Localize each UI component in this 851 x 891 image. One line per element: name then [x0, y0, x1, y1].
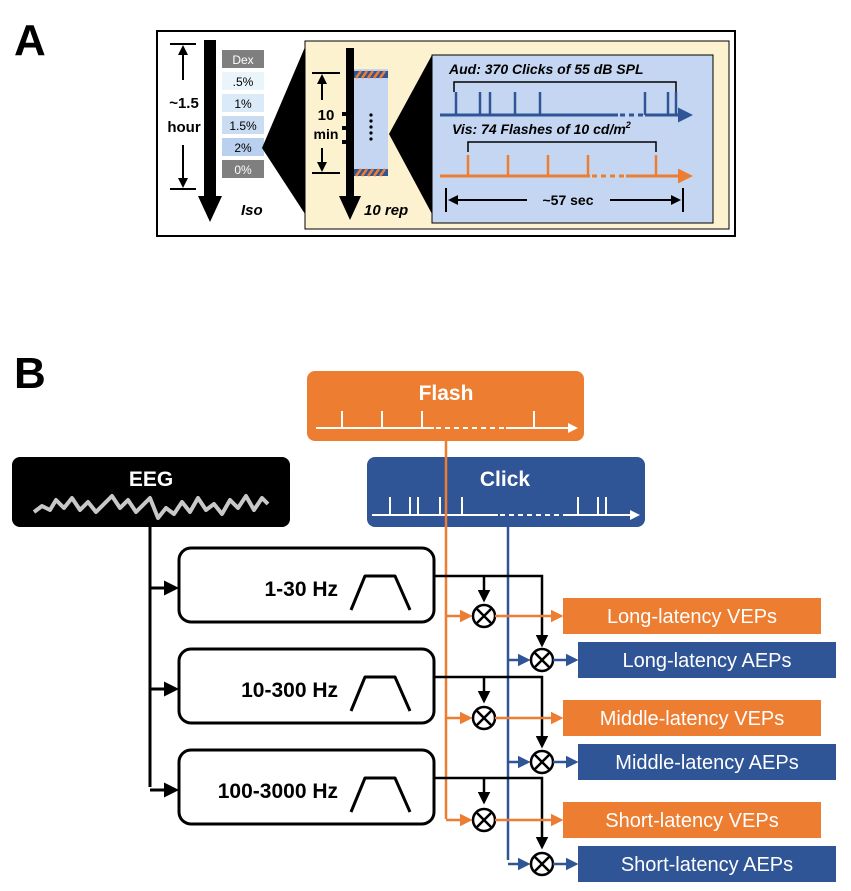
multiplier-icon [471, 705, 497, 731]
level-label: 1.5% [229, 119, 257, 133]
block-unit: min [314, 126, 339, 142]
rep-tick [342, 112, 350, 116]
stimulus-panel [431, 54, 714, 224]
zoom-wedge-icon [389, 55, 432, 214]
multiplier-icon [529, 851, 555, 877]
level-box [222, 116, 264, 134]
zoom-wedge-icon [262, 47, 305, 214]
duration-unit: hour [167, 119, 200, 136]
click-box [367, 457, 645, 527]
session-arrow-shaft [346, 48, 354, 200]
level-box [222, 160, 264, 178]
multiplier-icon [529, 749, 555, 775]
filter-box [177, 748, 436, 826]
bandpass-filter-icon [349, 675, 412, 712]
block-duration: 10 [318, 107, 335, 124]
vis-bracket [467, 141, 657, 152]
output-box [563, 700, 821, 736]
output-label: Middle-latency VEPs [600, 708, 785, 730]
filter-label: 1-30 Hz [264, 578, 338, 601]
click-train-icon [372, 497, 640, 520]
vis-flashes [466, 155, 658, 176]
rep-tick [342, 140, 350, 144]
filter-label: 10-300 Hz [241, 679, 338, 702]
output-label: Long-latency VEPs [607, 606, 777, 628]
multiplier-icon [529, 647, 555, 673]
session-arrow-icon [339, 196, 361, 220]
filter-box [177, 647, 436, 725]
vis-description: Vis: 74 Flashes of 10 cd/m2 [452, 120, 631, 137]
filter-label: 100-3000 Hz [218, 780, 338, 803]
output-label: Short-latency VEPs [605, 810, 778, 832]
level-label: Dex [232, 53, 253, 67]
level-label: 1% [234, 97, 252, 111]
multiplier-icon [471, 807, 497, 833]
level-label: 0% [234, 163, 252, 177]
output-box [578, 744, 836, 780]
output-box [563, 598, 821, 634]
multiplier-icon [471, 603, 497, 629]
duration-value: ~1.5 [169, 95, 199, 112]
output-box [578, 642, 836, 678]
eeg-wave-icon [32, 494, 270, 520]
level-box [222, 138, 264, 156]
eeg-label: EEG [129, 468, 173, 491]
level-box [222, 72, 264, 90]
aud-description: Aud: 370 Clicks of 55 dB SPL [448, 61, 644, 77]
level-label: .5% [233, 75, 254, 89]
output-box [578, 846, 836, 882]
rep-tick [342, 126, 350, 130]
hatched-marker-top [354, 70, 388, 79]
hatched-marker-bottom [354, 168, 388, 177]
filter-output-line [434, 574, 549, 648]
aud-clicks [454, 92, 678, 115]
level-label: 2% [234, 141, 252, 155]
panel-b-label: B [14, 349, 46, 398]
output-box [563, 802, 821, 838]
panel-a-label: A [14, 16, 46, 65]
flash-train-icon [316, 411, 578, 433]
output-label: Long-latency AEPs [623, 650, 792, 672]
level-box [222, 50, 264, 68]
flash-label: Flash [419, 382, 474, 405]
flash-box [307, 371, 584, 441]
filter-output-line [434, 776, 549, 850]
level-box [222, 94, 264, 112]
bandpass-filter-icon [349, 776, 412, 813]
filter-box [177, 546, 436, 624]
window-label: ~57 sec [543, 192, 594, 208]
ellipsis-vertical-icon [369, 113, 373, 141]
output-label: Middle-latency AEPs [615, 752, 798, 774]
reps-label: 10 rep [364, 202, 408, 219]
filter-rows: 1-30 Hz 10-300 Hz 100-3000 Hz [150, 546, 549, 850]
panel-a: A ~1.5 hour Dex .5% 1% 1.5% 2% 0% Iso 10 min [14, 16, 736, 237]
aud-bracket [453, 81, 677, 92]
filter-output-line [434, 675, 549, 749]
bandpass-filter-icon [349, 574, 412, 611]
anesthesia-levels: Dex .5% 1% 1.5% 2% 0% [222, 50, 264, 178]
timeline-arrow-icon [198, 196, 222, 222]
output-label: Short-latency AEPs [621, 854, 793, 876]
iso-label: Iso [241, 202, 263, 219]
click-label: Click [480, 468, 531, 491]
timeline-arrow-shaft [204, 40, 216, 200]
